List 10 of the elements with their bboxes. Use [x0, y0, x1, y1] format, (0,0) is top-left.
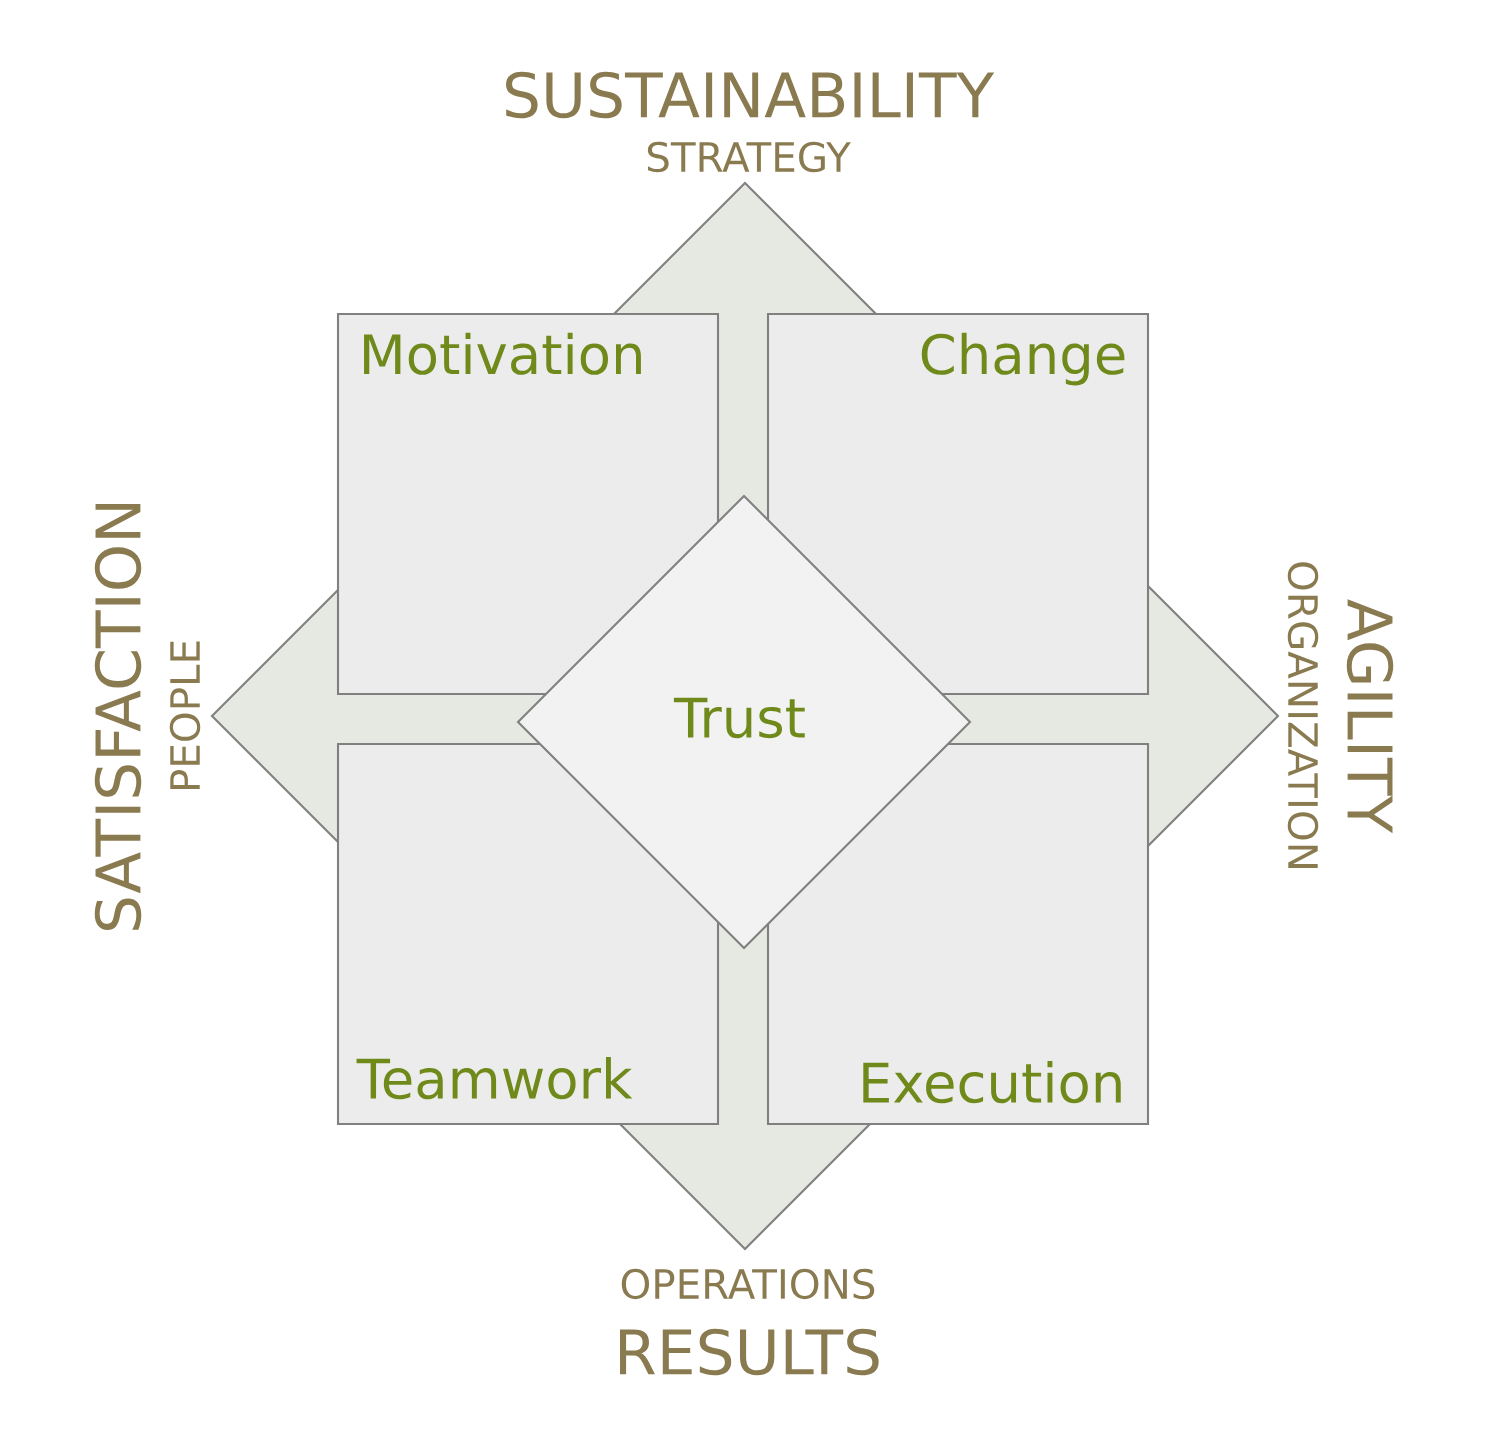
axis-label: SUSTAINABILITY [506, 71, 995, 119]
axis-label: OPERATIONS [621, 1268, 875, 1300]
axis-label: PEOPLE [169, 641, 201, 790]
axis-label: AGILITY [1346, 599, 1394, 834]
quadrant-box: Change [766, 312, 1150, 696]
axis-label: ORGANIZATION [1287, 562, 1319, 868]
axis-label: RESULTS [620, 1328, 879, 1376]
quadrant-box: Motivation [336, 312, 720, 696]
axis-label: SATISFACTION [94, 504, 142, 930]
axis-label: STRATEGY [647, 141, 851, 173]
